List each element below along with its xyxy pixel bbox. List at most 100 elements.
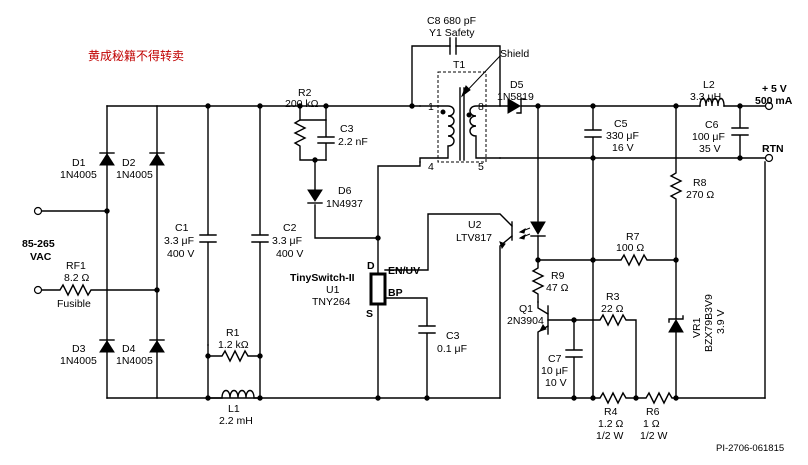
d2-part: 1N4005 [116, 169, 153, 181]
capacitor-c1: C1 3.3 μF 400 V [164, 103, 217, 346]
c6-voltage: 35 V [699, 143, 721, 155]
figure-id: PI-2706-061815 [716, 443, 784, 454]
u1-pin-bp: BP [388, 287, 403, 299]
watermark-text: 黄成秘籍不得转卖 [88, 48, 184, 63]
u1-part: TNY264 [312, 296, 351, 308]
input-voltage-type: VAC [30, 251, 52, 263]
d4-part: 1N4005 [116, 355, 153, 367]
u1-family: TinySwitch-II [290, 272, 355, 284]
d6-ref: D6 [338, 185, 352, 197]
l1-ref: L1 [228, 403, 240, 415]
t1-pin5: 5 [478, 161, 484, 173]
rf1-value: 8.2 Ω [64, 272, 90, 284]
r6-ref: R6 [646, 406, 660, 418]
d1-part: 1N4005 [60, 169, 97, 181]
diode-d3: D3 1N4005 [60, 339, 115, 367]
u2-ref: U2 [468, 219, 482, 231]
r4-value: 1.2 Ω [598, 418, 624, 430]
transformer-t1: T1 1 8 4 5 [419, 59, 501, 173]
rf1-fusible-resistor: RF1 8.2 Ω Fusible [41, 260, 158, 310]
r8-ref: R8 [693, 177, 707, 189]
c3a-ref: C3 [340, 123, 354, 135]
input-terminals: 85-265 VAC [22, 206, 55, 295]
ac-terminal-top [33, 206, 43, 216]
d5-part: 1N5819 [497, 91, 534, 103]
t1-primary-dot [440, 109, 446, 115]
vr1-part: BZX79B3V9 [703, 294, 715, 352]
r6-value: 1 Ω [643, 418, 660, 430]
clamp-network: R2 200 kΩ C3 2.2 nF [285, 87, 379, 239]
rf1-ref: RF1 [66, 260, 86, 272]
c1-voltage: 400 V [167, 248, 194, 260]
c8-ref: C8 680 pF [427, 15, 476, 27]
u2-part: LTV817 [456, 232, 492, 244]
c2-value: 3.3 μF [272, 235, 302, 247]
t1-ref: T1 [453, 59, 465, 71]
diode-d2: D2 1N4005 [116, 152, 165, 181]
diode-d5: D5 1N5819 [483, 79, 539, 114]
c5-ref: C5 [614, 118, 628, 130]
resistor-r7: R7 100 Ω [537, 231, 677, 267]
c2-ref: C2 [283, 222, 297, 234]
c7-voltage: 10 V [545, 377, 567, 389]
output-rail [499, 103, 766, 161]
d6-part: 1N4937 [326, 198, 363, 210]
c7-ref: C7 [548, 353, 562, 365]
diode-d6: D6 1N4937 [307, 185, 363, 210]
diode-d4: D4 1N4005 [116, 339, 165, 367]
ac-terminal-bottom [33, 285, 43, 295]
d1-ref: D1 [72, 157, 86, 169]
r9-value: 47 Ω [546, 282, 569, 294]
c8-value: Y1 Safety [429, 27, 475, 39]
t1-pin8: 8 [478, 101, 484, 113]
u1-pin-d: D [367, 260, 375, 272]
c1-value: 3.3 μF [164, 235, 194, 247]
c1-ref: C1 [175, 222, 189, 234]
t1-pin1: 1 [428, 101, 434, 113]
capacitor-c8: C8 680 pF Y1 Safety [409, 15, 501, 109]
r1-ref: R1 [226, 327, 240, 339]
u1-pin-en: EN/UV [388, 265, 420, 277]
r1-value: 1.2 kΩ [218, 339, 249, 351]
diode-d1: D1 1N4005 [60, 152, 115, 181]
r7-ref: R7 [626, 231, 640, 243]
r3-ref: R3 [606, 291, 620, 303]
c2-voltage: 400 V [276, 248, 303, 260]
resistor-r1: R1 1.2 kΩ [205, 327, 263, 363]
transistor-q1: Q1 2N3904 [507, 301, 575, 399]
r4-ref: R4 [604, 406, 618, 418]
switcher-u1: TinySwitch-II U1 TNY264 D EN/UV BP S C3 … [290, 161, 467, 401]
inductor-l2: L2 3.3 μH [690, 79, 725, 107]
l2-ref: L2 [703, 79, 715, 91]
output-voltage: + 5 V [762, 83, 787, 95]
bridge-wires [41, 105, 501, 399]
u1-body [369, 272, 387, 306]
vr1-value: 3.9 V [715, 309, 727, 334]
t1-outline [437, 71, 487, 163]
d5-ref: D5 [510, 79, 524, 91]
capacitor-c7: C7 10 μF 10 V [541, 319, 583, 399]
rf1-note: Fusible [57, 298, 91, 310]
r2-ref: R2 [298, 87, 312, 99]
l2-value: 3.3 μH [690, 91, 721, 103]
q1-part: 2N3904 [507, 315, 544, 327]
d2-ref: D2 [122, 157, 136, 169]
output-terminals: + 5 V 500 mA RTN [755, 83, 793, 163]
output-terminal-return [764, 153, 774, 163]
l1-value: 2.2 mH [219, 415, 253, 427]
u1-pin-s: S [366, 308, 373, 320]
d3-part: 1N4005 [60, 355, 97, 367]
capacitor-c5: C5 330 μF 16 V [584, 105, 639, 399]
r6-power: 1/2 W [640, 430, 668, 442]
r2-value: 200 kΩ [285, 98, 319, 110]
c5-value: 330 μF [606, 130, 639, 142]
vr1-ref: VR1 [691, 317, 703, 338]
zener-vr1: VR1 BZX79B3V9 3.9 V [668, 259, 727, 401]
d3-ref: D3 [72, 343, 86, 355]
q1-ref: Q1 [519, 303, 533, 315]
c6-value: 100 μF [692, 131, 725, 143]
t1-pin4: 4 [428, 161, 434, 173]
r7-value: 100 Ω [616, 242, 644, 254]
